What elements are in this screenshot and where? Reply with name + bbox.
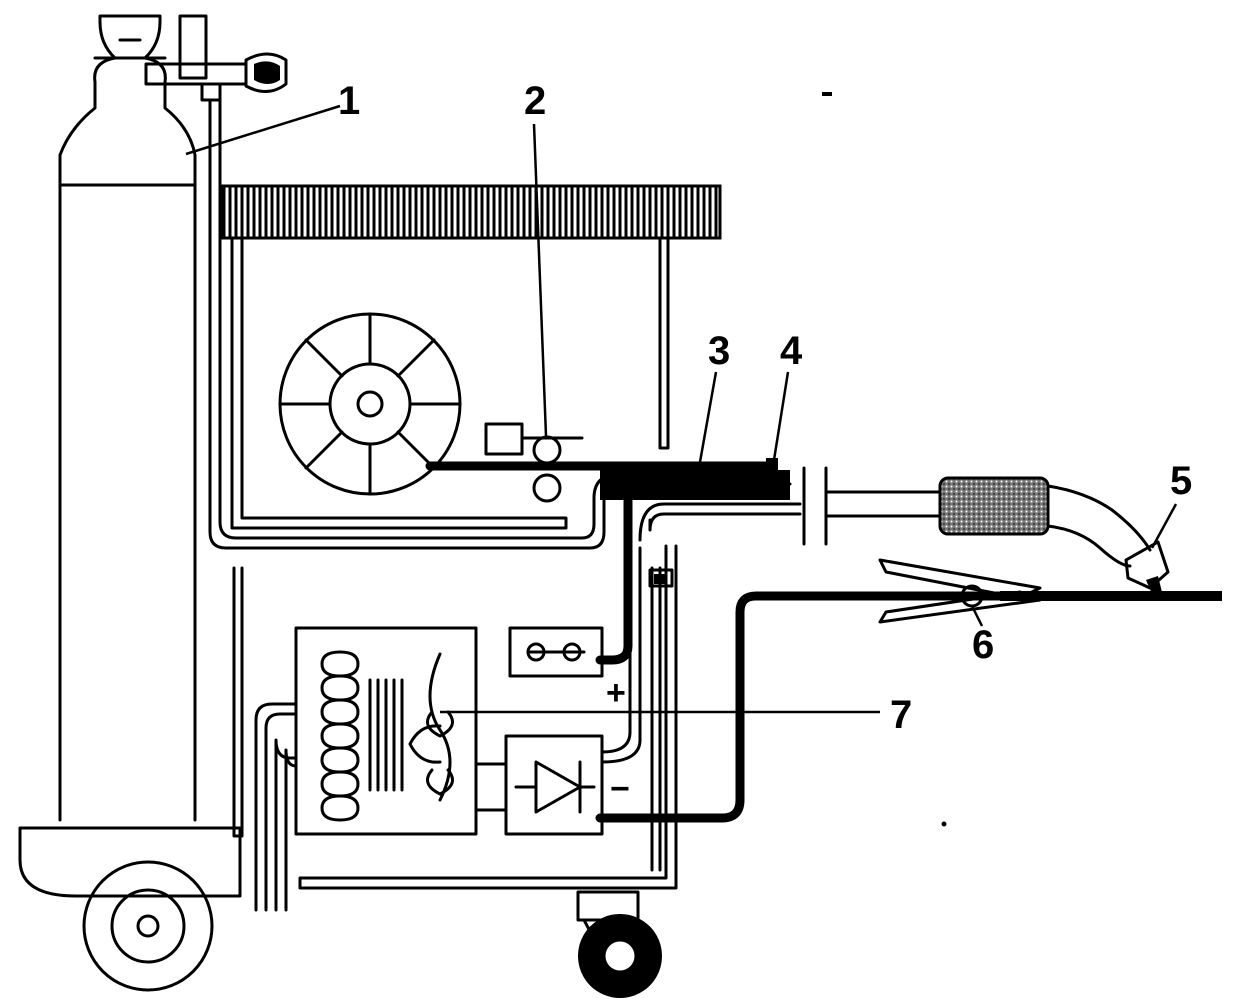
callout-4: 4 (780, 329, 803, 373)
cart-base (18, 826, 242, 898)
wire-conduit (425, 458, 790, 500)
callout-5: 5 (1170, 459, 1192, 503)
gas-cylinder (58, 14, 197, 822)
callout-3: 3 (708, 329, 730, 373)
leader-3 (698, 371, 718, 463)
polarity-minus: − (610, 770, 630, 808)
torch-connector (802, 466, 942, 546)
rectifier (504, 734, 604, 836)
callout-6: 6 (972, 623, 994, 667)
leader-4 (772, 371, 790, 461)
gas-regulator (144, 14, 288, 102)
callout-7: 7 (890, 693, 912, 737)
leader-5 (1150, 503, 1178, 549)
leader-1 (185, 104, 341, 156)
callout-1: 1 (338, 79, 360, 123)
welding-gun (938, 476, 1170, 594)
leader-6 (970, 605, 984, 627)
cart-wheel (82, 860, 214, 992)
control-relay (508, 626, 604, 678)
caster-wheel (576, 890, 662, 998)
leader-2 (532, 123, 548, 437)
cabinet-top (220, 184, 722, 240)
transformer (294, 626, 478, 836)
polarity-plus: + (606, 674, 626, 712)
callout-2: 2 (524, 79, 546, 123)
wire-spool (278, 312, 462, 496)
